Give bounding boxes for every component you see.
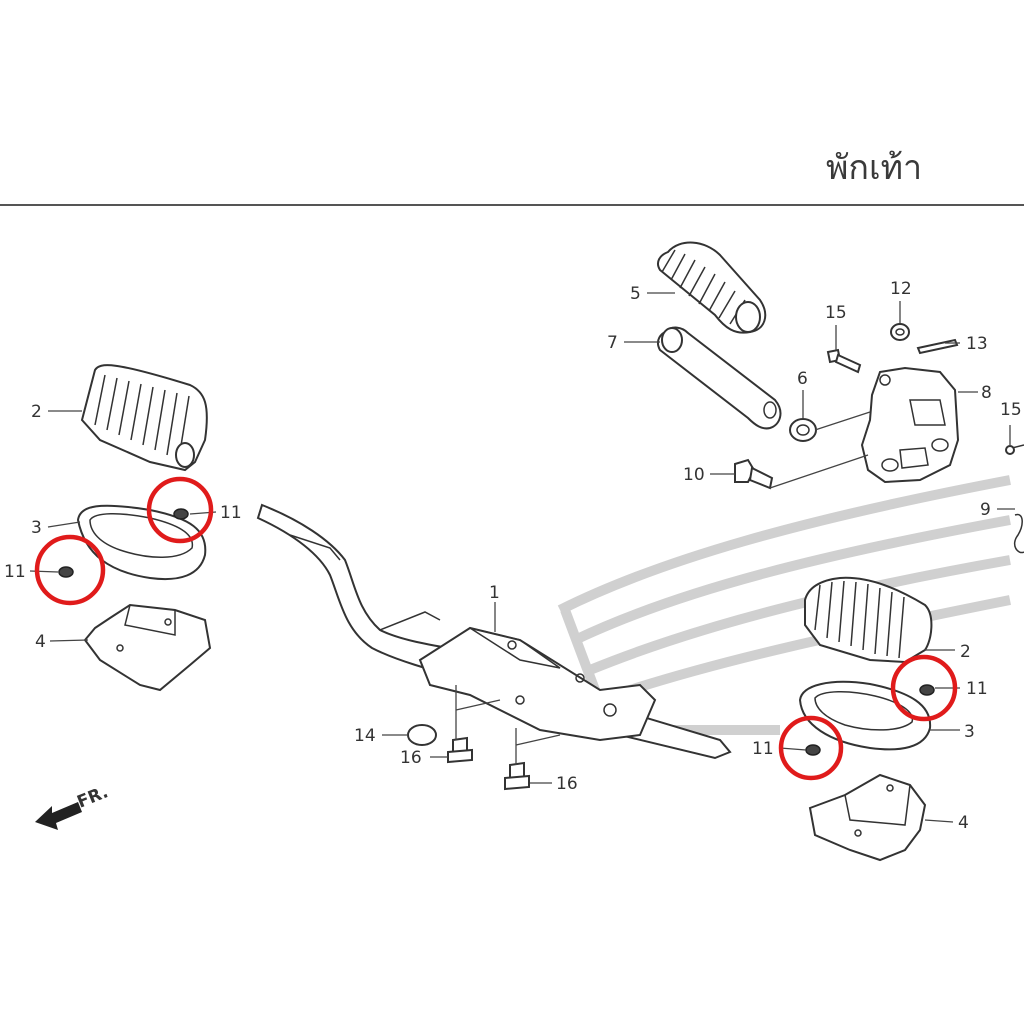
label-part-8: 8 [981,383,992,403]
label-part-3-right: 3 [964,722,975,742]
bolt-part-15 [826,348,862,374]
footpeg-bar-part-1 [256,503,732,760]
label-part-2-left: 2 [31,402,42,422]
label-part-11-right-upper: 11 [966,679,988,699]
highlight-circle-right-upper [890,654,958,722]
label-part-10: 10 [683,465,705,485]
left-footpeg-cover-part-4 [83,603,212,692]
right-footpeg-rubber-part-2 [804,576,933,664]
left-screw-icon [58,508,189,578]
label-part-1: 1 [489,583,500,603]
right-footpeg-cover-part-4 [808,773,927,862]
pin-part-13 [916,338,959,355]
label-part-16-left: 16 [400,748,422,768]
leader-lines [29,292,1015,823]
pin-part-7 [656,326,782,430]
label-part-15-right: 15 [1000,400,1022,420]
label-part-14: 14 [354,726,376,746]
highlight-circle-right-lower [778,715,844,781]
watermark-logo [557,475,1011,735]
label-part-12: 12 [890,279,912,299]
label-part-11-left-lower: 11 [4,562,26,582]
highlight-circles [34,476,958,781]
label-part-11-right-lower: 11 [752,739,774,759]
part-labels: 1 2 2 3 3 4 4 5 6 7 8 9 10 11 11 11 11 1… [4,279,1022,833]
bolt-part-16 [447,736,530,791]
grip-rubber-part-5 [657,241,767,334]
header-divider [0,204,1024,206]
label-part-4-left: 4 [35,632,46,652]
spring-part-9 [1005,444,1024,554]
label-part-13: 13 [966,334,988,354]
label-part-4-right: 4 [958,813,969,833]
label-part-2-right: 2 [960,642,971,662]
washer-part-6 [789,418,817,442]
left-footpeg-holder-part-3 [76,504,207,581]
diagram-title: พักเท้า [826,148,923,188]
label-part-5: 5 [630,284,641,304]
left-footpeg-rubber-part-2 [80,364,208,472]
nut-part-12 [890,323,910,341]
front-marker-label: FR. [74,782,111,812]
bracket-part-8 [860,366,960,484]
label-part-11-left-upper: 11 [220,503,242,523]
right-footpeg-holder-part-3 [798,680,932,751]
highlight-circle-left-lower [34,534,106,606]
label-part-9: 9 [980,500,991,520]
label-part-6: 6 [797,369,808,389]
highlight-circle-left-upper [146,476,214,544]
washer-part-14 [407,724,437,746]
label-part-3-left: 3 [31,518,42,538]
label-part-16-right: 16 [556,774,578,794]
front-direction-arrow-icon: FR. [35,782,111,830]
bolt-part-10 [734,458,774,490]
right-screw-icon [805,684,935,756]
label-part-7: 7 [607,333,618,353]
label-part-15-center: 15 [825,303,847,323]
